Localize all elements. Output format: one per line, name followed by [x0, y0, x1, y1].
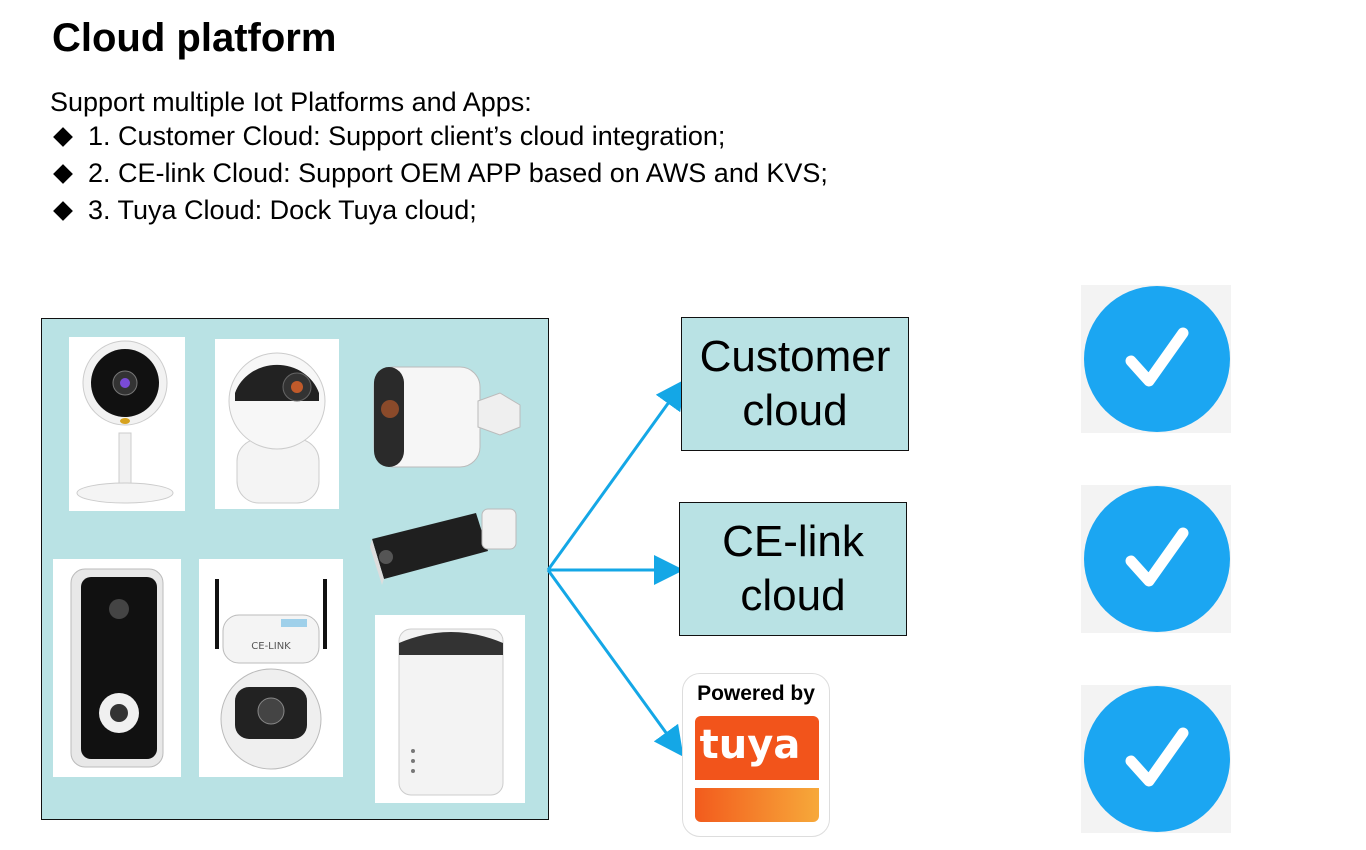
outdoor-ptz-camera-icon: CE-LINK: [199, 559, 343, 777]
list-item: 3. Tuya Cloud: Dock Tuya cloud;: [52, 192, 828, 229]
solar-camera-icon: [364, 499, 530, 589]
bullet-list: 1. Customer Cloud: Support client’s clou…: [52, 118, 828, 229]
battery-camera-icon: [370, 355, 530, 475]
page-title: Cloud platform: [52, 16, 337, 60]
check-circle-icon: [1081, 685, 1231, 833]
tuya-wordmark: tuya: [699, 722, 801, 768]
arrow-to-customer-cloud: [546, 379, 686, 571]
arrow-to-tuya-cloud: [546, 569, 684, 757]
pan-tilt-camera-icon: [215, 339, 339, 509]
devices-panel: CE-LINK: [41, 318, 549, 820]
list-item: 2. CE-link Cloud: Support OEM APP based …: [52, 155, 828, 192]
device-brand-label: CE-LINK: [251, 641, 291, 652]
tuya-powered-by: Powered by: [697, 682, 815, 705]
check-circle-icon: [1081, 285, 1231, 433]
customer-cloud-box: Customer cloud: [681, 317, 909, 451]
check-circle-icon: [1081, 485, 1231, 633]
tuya-logo: Powered by tuya: [682, 673, 830, 837]
hub-router-icon: [375, 615, 525, 803]
celink-cloud-box: CE-link cloud: [679, 502, 907, 636]
intro-text: Support multiple Iot Platforms and Apps:: [50, 87, 532, 117]
indoor-camera-icon: [69, 337, 185, 511]
video-doorbell-icon: [53, 559, 181, 777]
list-item: 1. Customer Cloud: Support client’s clou…: [52, 118, 828, 155]
